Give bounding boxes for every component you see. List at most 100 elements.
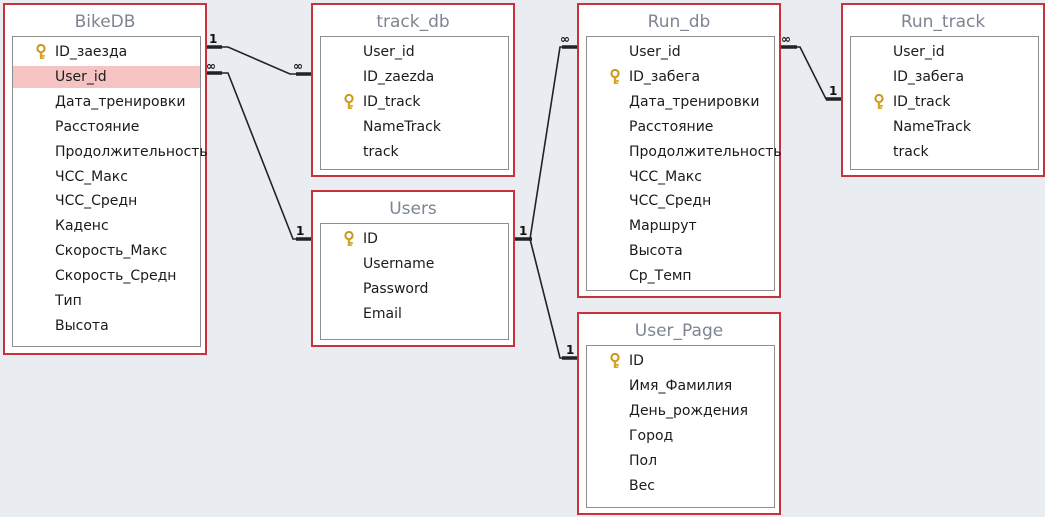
field-row[interactable]: Тип <box>13 290 200 312</box>
field-row[interactable]: Password <box>321 278 508 300</box>
field-row[interactable]: NameTrack <box>851 116 1038 138</box>
cardinality-label: 1 <box>209 32 217 46</box>
field-name: ID_track <box>893 93 951 110</box>
field-name: ЧСС_Макс <box>629 168 702 185</box>
table-title[interactable]: BikeDB <box>74 12 136 32</box>
field-row[interactable]: User_id <box>13 65 200 88</box>
table-title[interactable]: track_db <box>376 12 450 32</box>
field-name: User_id <box>893 44 945 60</box>
field-row[interactable]: ID_zaezda <box>321 66 508 88</box>
field-row[interactable]: Пол <box>587 450 774 472</box>
field-row[interactable]: ID_забега <box>851 66 1038 88</box>
primary-key-icon <box>873 93 885 110</box>
field-name: Password <box>363 280 429 297</box>
primary-key-icon <box>609 68 621 85</box>
field-row[interactable]: ID_track <box>321 91 508 113</box>
field-row[interactable]: ID_заезда <box>13 41 200 63</box>
field-name: track <box>893 143 929 160</box>
field-row[interactable]: Имя_Фамилия <box>587 375 774 397</box>
field-row[interactable]: ID <box>587 350 774 372</box>
field-name: Каденс <box>55 218 109 235</box>
field-row[interactable]: track <box>851 141 1038 163</box>
field-row[interactable]: ID <box>321 228 508 250</box>
field-row[interactable]: Расстояние <box>13 116 200 138</box>
field-row[interactable]: Расстояние <box>587 116 774 138</box>
primary-key-icon <box>35 43 47 60</box>
relation-line-rundb-runtrack <box>780 46 843 100</box>
field-name: ЧСС_Средн <box>629 193 712 210</box>
field-row[interactable]: Продолжительность <box>13 141 208 163</box>
field-name: ID_забега <box>893 68 965 85</box>
field-row[interactable]: Скорость_Средн <box>13 265 200 287</box>
field-row[interactable]: ID_track <box>851 91 1038 113</box>
field-row[interactable]: NameTrack <box>321 116 508 138</box>
field-row[interactable]: User_id <box>587 41 774 63</box>
field-row[interactable]: Высота <box>587 240 774 262</box>
field-row[interactable]: Продолжительность <box>587 141 782 163</box>
field-row[interactable]: Скорость_Макс <box>13 240 200 262</box>
field-name: Расстояние <box>629 118 714 135</box>
field-name: Username <box>363 255 435 272</box>
field-name: ID_заезда <box>55 44 128 60</box>
field-row[interactable]: День_рождения <box>587 400 774 422</box>
field-row[interactable]: Маршрут <box>587 215 774 237</box>
field-name: ID <box>629 353 644 369</box>
field-row[interactable]: User_id <box>321 41 508 63</box>
field-row[interactable]: Город <box>587 425 774 447</box>
field-name: Пол <box>629 452 658 469</box>
field-name: Высота <box>629 243 683 260</box>
field-name: Скорость_Средн <box>55 268 177 285</box>
field-name: User_id <box>55 68 107 85</box>
field-name: Скорость_Макс <box>55 243 168 260</box>
relation-line-users-userpage <box>529 238 579 359</box>
field-row[interactable]: ЧСС_Макс <box>587 166 774 188</box>
field-name: Вес <box>629 477 655 494</box>
relation-line-bikedb-trackdb <box>205 46 313 75</box>
field-row[interactable]: ID_забега <box>587 66 774 88</box>
field-row[interactable]: ЧСС_Средн <box>13 190 200 212</box>
field-row[interactable]: Каденс <box>13 215 200 237</box>
field-row[interactable]: Дата_тренировки <box>587 91 774 113</box>
field-name: Расстояние <box>55 118 140 135</box>
table-title[interactable]: User_Page <box>634 321 724 341</box>
field-name: Маршрут <box>629 218 697 235</box>
field-name: Email <box>363 305 402 322</box>
table-title[interactable]: Run_track <box>900 12 986 32</box>
cardinality-label: ∞ <box>293 59 303 73</box>
field-row[interactable]: Username <box>321 253 508 275</box>
field-name: ЧСС_Макс <box>55 168 128 185</box>
field-row[interactable]: ЧСС_Средн <box>587 190 774 212</box>
field-name: Тип <box>55 293 82 309</box>
field-row[interactable]: Вес <box>587 475 774 497</box>
field-row[interactable]: ЧСС_Макс <box>13 166 200 188</box>
field-row[interactable]: track <box>321 141 508 163</box>
field-name: ЧСС_Средн <box>55 193 138 210</box>
primary-key-icon <box>609 352 621 369</box>
table-title[interactable]: Users <box>389 199 437 219</box>
field-name: День_рождения <box>629 402 748 419</box>
field-name: User_id <box>629 44 681 60</box>
field-row[interactable]: Дата_тренировки <box>13 91 200 113</box>
field-name: track <box>363 143 399 160</box>
field-name: Дата_тренировки <box>629 93 760 110</box>
cardinality-label: ∞ <box>781 32 791 46</box>
field-row[interactable]: User_id <box>851 41 1038 63</box>
field-row[interactable]: Высота <box>13 315 200 337</box>
cardinality-label: ∞ <box>560 32 570 46</box>
field-row[interactable]: Email <box>321 303 508 325</box>
table-title[interactable]: Run_db <box>647 12 711 32</box>
field-row[interactable]: Ср_Темп <box>587 265 774 287</box>
